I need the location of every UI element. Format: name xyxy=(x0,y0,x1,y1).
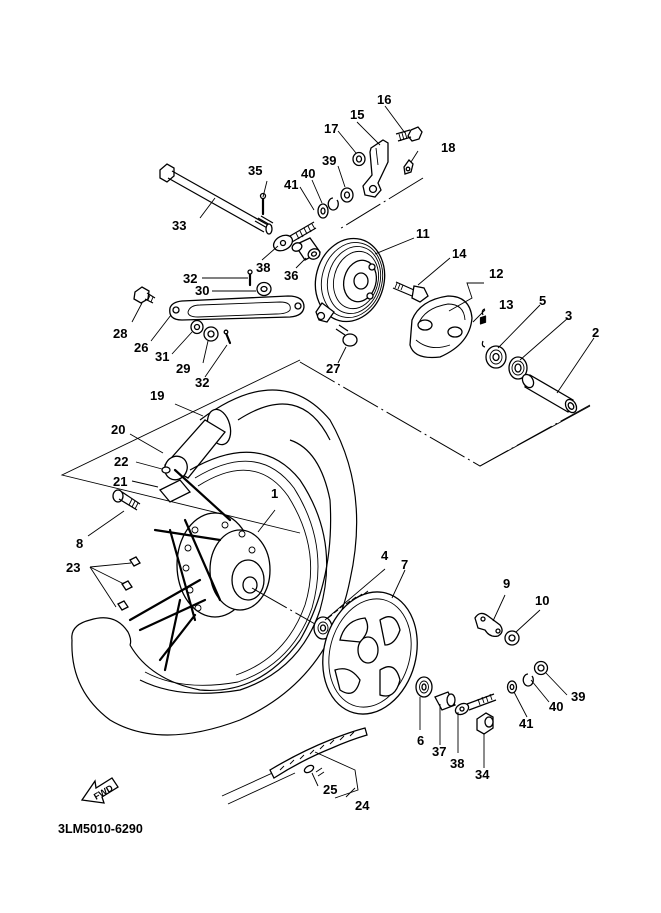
indicator-plate xyxy=(403,158,414,175)
spring-washer xyxy=(327,197,339,211)
callout-12: 12 xyxy=(489,266,503,281)
callout-26: 26 xyxy=(134,340,148,355)
callout-39-lower: 39 xyxy=(571,689,585,704)
nut xyxy=(504,630,520,646)
callout-30: 30 xyxy=(195,283,209,298)
callout-32-lower: 32 xyxy=(195,375,209,390)
lock-washer xyxy=(474,612,503,638)
chain-puller xyxy=(272,221,317,252)
nut xyxy=(203,326,219,342)
callout-24: 24 xyxy=(355,798,370,813)
callout-21: 21 xyxy=(113,474,127,489)
callout-14: 14 xyxy=(452,246,467,261)
cotter-pin xyxy=(247,269,253,287)
wheel-axle xyxy=(159,163,274,235)
callout-33: 33 xyxy=(172,218,186,233)
nut xyxy=(533,660,549,676)
callout-1: 1 xyxy=(271,486,278,501)
axle-centerline xyxy=(251,587,323,629)
callout-36: 36 xyxy=(284,268,298,283)
callout-19: 19 xyxy=(150,388,164,403)
callout-40-lower: 40 xyxy=(549,699,563,714)
nut xyxy=(340,187,354,203)
callout-8: 8 xyxy=(76,536,83,551)
bearing xyxy=(485,345,507,369)
axle-spacer xyxy=(521,373,578,414)
washer xyxy=(317,203,329,219)
callout-37: 37 xyxy=(432,744,446,759)
collar xyxy=(291,237,321,261)
callout-9: 9 xyxy=(503,576,510,591)
callout-40-upper: 40 xyxy=(301,166,315,181)
spokes xyxy=(117,468,232,672)
callout-38-lower: 38 xyxy=(450,756,464,771)
bearing xyxy=(415,676,433,698)
spring xyxy=(479,308,487,348)
leader-lines xyxy=(87,105,595,799)
callout-2: 2 xyxy=(592,325,599,340)
callout-25: 25 xyxy=(323,782,337,797)
brake-shoe-kit xyxy=(409,295,473,359)
rim xyxy=(139,451,328,694)
callout-22: 22 xyxy=(114,454,128,469)
callout-15: 15 xyxy=(350,107,364,122)
callout-6: 6 xyxy=(417,733,424,748)
rim-band xyxy=(158,479,192,503)
callout-29: 29 xyxy=(176,361,190,376)
callout-4: 4 xyxy=(381,548,389,563)
callout-38-upper: 38 xyxy=(256,260,270,275)
callout-41-lower: 41 xyxy=(519,716,533,731)
tire xyxy=(71,389,358,736)
callout-23: 23 xyxy=(66,560,80,575)
tension-bar xyxy=(169,295,305,321)
callout-5: 5 xyxy=(539,293,546,308)
callout-17: 17 xyxy=(324,121,338,136)
callout-7: 7 xyxy=(401,557,408,572)
callout-11: 11 xyxy=(416,226,430,241)
callout-18: 18 xyxy=(441,140,455,155)
drawing-code: 3LM5010-6290 xyxy=(58,822,143,836)
chain-puller xyxy=(454,693,497,716)
nut xyxy=(352,151,366,167)
camshaft-lever xyxy=(362,139,389,198)
callout-20: 20 xyxy=(111,422,125,437)
spring-washer xyxy=(522,673,534,687)
callout-13: 13 xyxy=(499,297,513,312)
valve xyxy=(161,466,171,474)
chain-joint xyxy=(303,764,325,777)
drive-chain xyxy=(221,727,368,805)
callout-35: 35 xyxy=(248,163,262,178)
callout-34: 34 xyxy=(475,767,490,782)
callout-31: 31 xyxy=(155,349,169,364)
cotter-pin xyxy=(223,329,232,345)
bolt xyxy=(395,126,423,142)
bolt xyxy=(133,286,156,304)
oil-seal xyxy=(508,356,528,380)
nut xyxy=(476,712,494,735)
forward-direction-icon: FWD xyxy=(80,777,119,804)
callout-39-upper: 39 xyxy=(322,153,336,168)
callout-3: 3 xyxy=(565,308,572,323)
nut xyxy=(256,281,272,297)
callout-labels: 1 2 3 4 5 6 7 8 9 10 11 12 13 14 15 16 1… xyxy=(66,92,599,813)
callout-41-upper: 41 xyxy=(284,177,298,192)
sprocket xyxy=(322,590,418,715)
washer xyxy=(190,319,204,335)
washer xyxy=(506,680,518,694)
callout-32-upper: 32 xyxy=(183,271,197,286)
callout-16: 16 xyxy=(377,92,391,107)
collar xyxy=(434,691,456,711)
bolt xyxy=(112,489,141,511)
callout-27: 27 xyxy=(326,361,340,376)
callout-10: 10 xyxy=(535,593,549,608)
tube xyxy=(163,419,226,481)
camshaft xyxy=(392,281,429,303)
brake-shoe-plate xyxy=(314,237,386,323)
bolt xyxy=(335,324,358,347)
assembly-frame-wheel xyxy=(60,359,591,534)
callout-28: 28 xyxy=(113,326,127,341)
